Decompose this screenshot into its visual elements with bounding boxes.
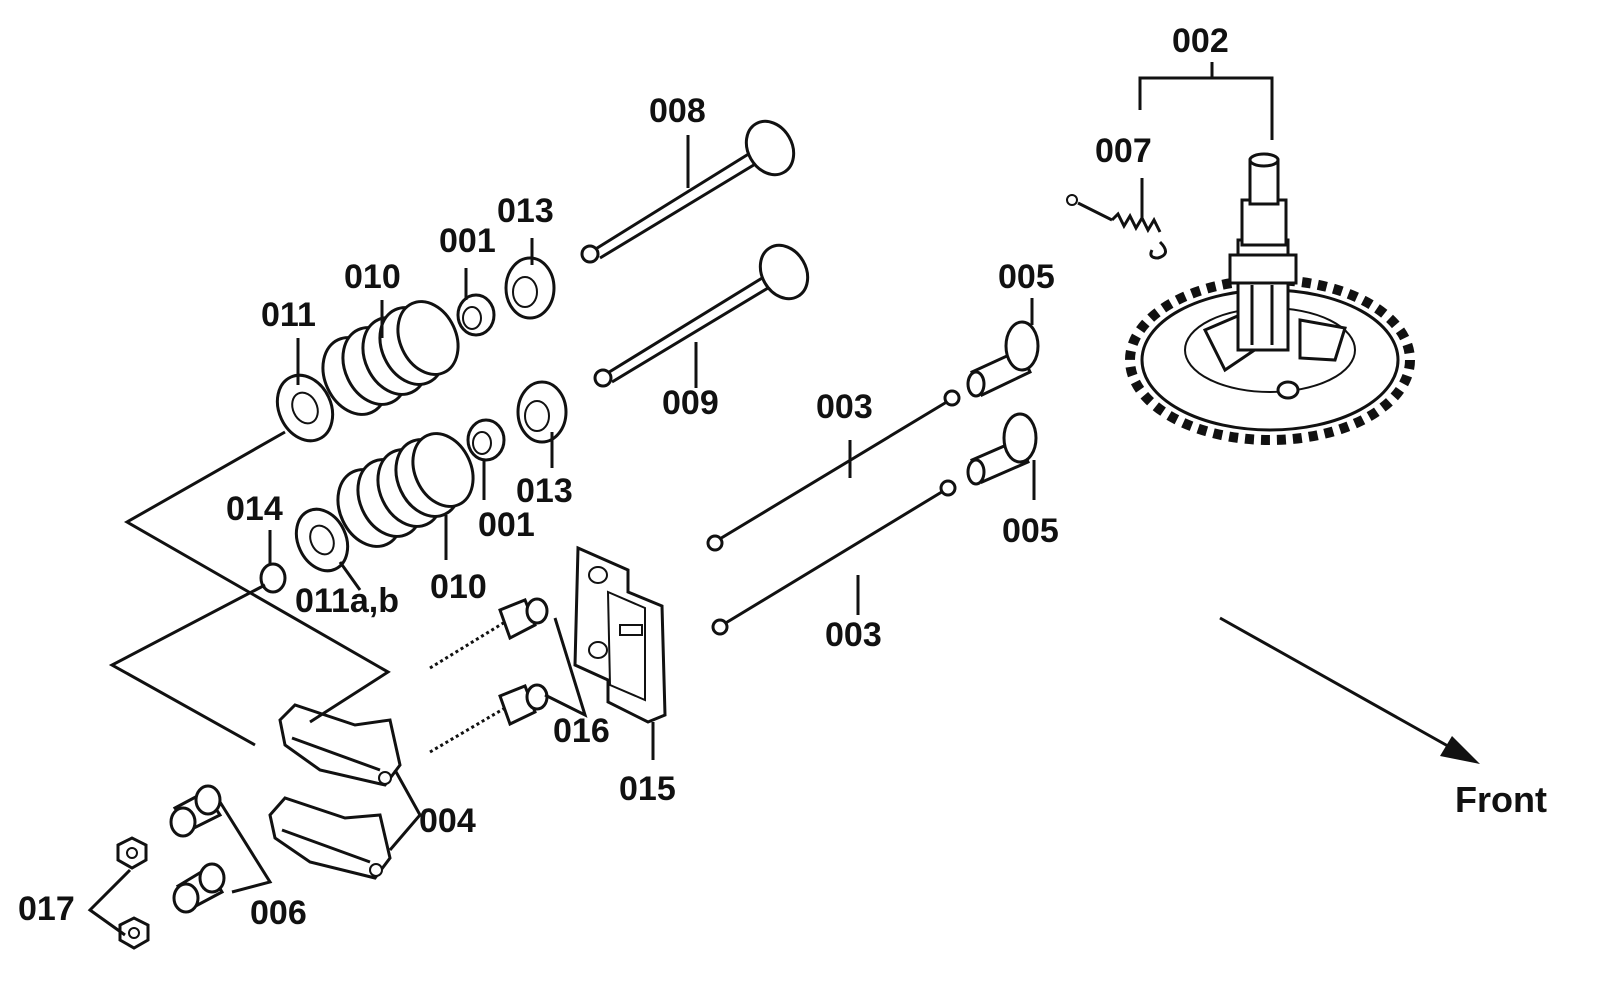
rocker-stud-lower-part	[429, 683, 549, 754]
label-007: 007	[1095, 132, 1152, 170]
spring-retainer-upper-part	[275, 373, 335, 443]
spring-retainer-lower-part	[294, 507, 350, 573]
label-011: 011	[261, 296, 316, 334]
valve-spring-lower-part	[336, 432, 475, 548]
tappet-lower-part	[966, 412, 1038, 486]
label-003-lower: 003	[825, 616, 882, 654]
push-rod-lower-part	[711, 479, 957, 636]
rocker-arm-upper-part	[278, 703, 402, 787]
leader-lines	[87, 62, 1480, 937]
rocker-arm-lower-part	[268, 796, 392, 880]
label-008: 008	[649, 92, 706, 130]
valve-keeper-upper-part	[456, 293, 496, 337]
front-direction-label: Front	[1455, 779, 1547, 820]
valve-keeper-lower-part	[466, 418, 506, 462]
label-015: 015	[619, 770, 676, 808]
intake-valve-part	[593, 243, 810, 388]
rocker-stud-upper-part	[429, 597, 549, 670]
label-005-lower: 005	[1002, 512, 1059, 550]
nut-lower-part	[118, 916, 150, 950]
label-009: 009	[662, 384, 719, 422]
label-005-upper: 005	[998, 258, 1055, 296]
label-002: 002	[1172, 22, 1229, 60]
label-016: 016	[553, 712, 610, 750]
tappet-upper-part	[966, 320, 1040, 398]
push-rod-upper-part	[706, 389, 961, 552]
label-013-upper: 013	[497, 192, 554, 230]
valve-cap-part	[259, 562, 287, 594]
label-017: 017	[18, 890, 75, 928]
label-004: 004	[419, 802, 476, 840]
label-006: 006	[250, 894, 307, 932]
exhaust-valve-part	[580, 119, 796, 264]
valve-seal-upper-part	[504, 256, 556, 320]
label-011ab: 011a,b	[295, 582, 399, 620]
nut-upper-part	[116, 836, 148, 870]
pivot-bushing-upper-part	[169, 784, 223, 838]
label-001-upper: 001	[439, 222, 496, 260]
camshaft-gear-part	[1125, 152, 1415, 445]
label-001-lower: 001	[478, 506, 535, 544]
pivot-bushing-lower-part	[172, 862, 226, 914]
label-014: 014	[226, 490, 283, 528]
label-010-lower: 010	[430, 568, 487, 606]
label-003-upper: 003	[816, 388, 873, 426]
valve-spring-upper-part	[321, 300, 460, 416]
governor-spring-part	[1066, 194, 1167, 260]
valve-seal-lower-part	[516, 380, 568, 444]
guide-plate-part	[573, 545, 667, 724]
label-013-lower: 013	[516, 472, 573, 510]
label-010-upper: 010	[344, 258, 401, 296]
